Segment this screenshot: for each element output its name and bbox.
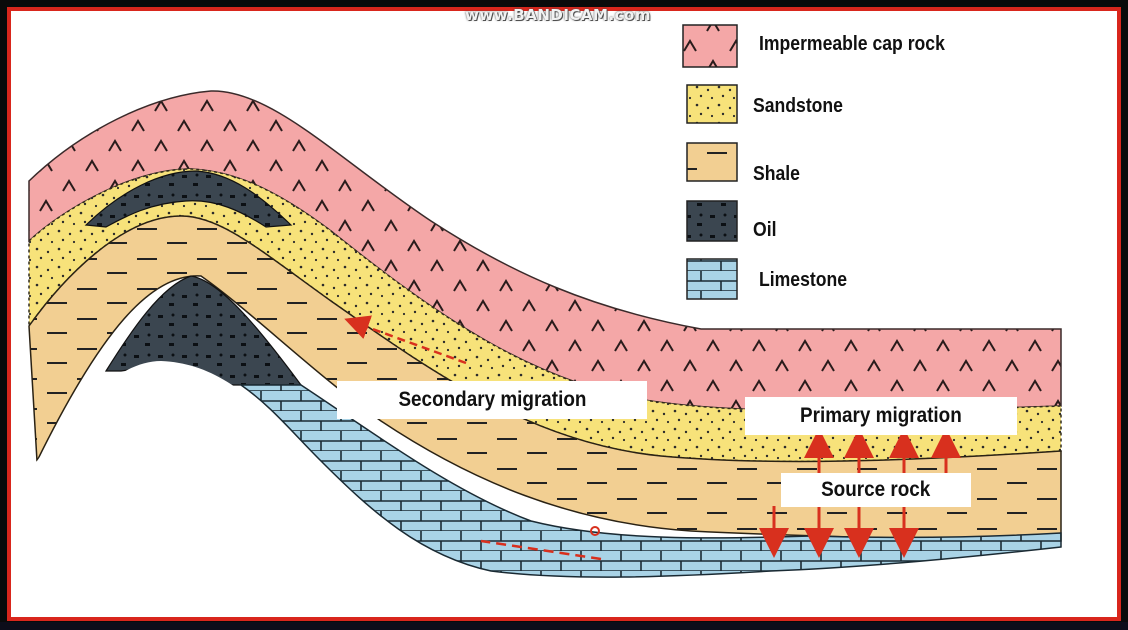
legend-swatch-shale (687, 143, 737, 181)
legend-label-shale: Shale (753, 163, 800, 186)
diagram-frame: Impermeable cap rock Sandstone Shale Oil… (7, 7, 1121, 621)
legend-label-cap-rock: Impermeable cap rock (759, 33, 945, 56)
petroleum-trap-diagram (11, 11, 1117, 617)
legend-label-sandstone: Sandstone (753, 95, 843, 118)
bandicam-watermark: www.BANDICAM.com (448, 4, 668, 26)
legend-swatch-sandstone (687, 85, 737, 123)
primary-migration-text: Primary migration (800, 397, 962, 435)
secondary-migration-text: Secondary migration (398, 381, 586, 419)
source-rock-label: Source rock (781, 473, 971, 507)
legend-swatches (683, 25, 737, 299)
bottom-strip (0, 622, 1128, 630)
legend-swatch-limestone (687, 259, 737, 299)
legend-swatch-oil (687, 201, 737, 241)
legend-swatch-cap-rock (683, 25, 737, 67)
legend-label-limestone: Limestone (759, 269, 847, 292)
source-rock-text: Source rock (821, 473, 930, 507)
legend-label-oil: Oil (753, 219, 776, 242)
secondary-migration-label: Secondary migration (337, 381, 647, 419)
primary-migration-label: Primary migration (745, 397, 1017, 435)
